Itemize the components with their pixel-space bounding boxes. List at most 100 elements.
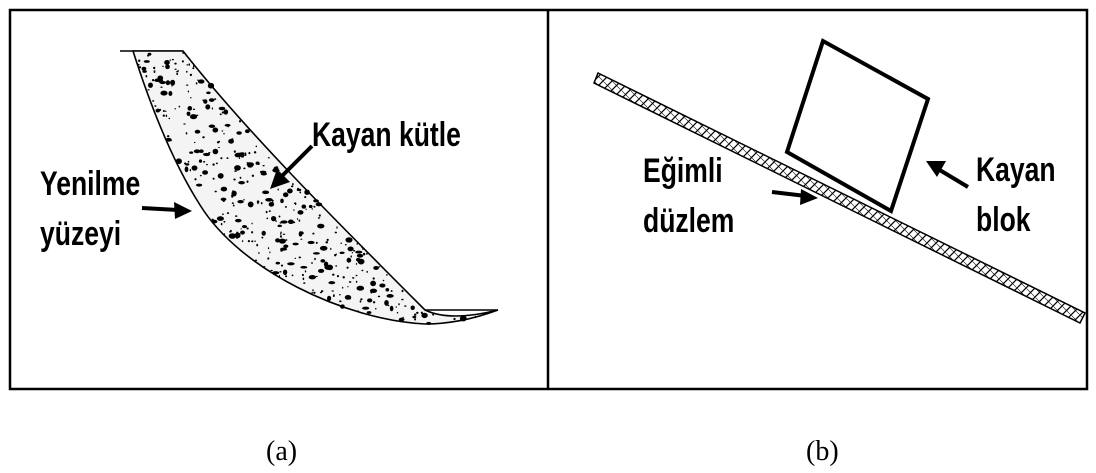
soil-speckle	[222, 213, 224, 216]
soil-speckle	[386, 300, 388, 303]
soil-speckle	[195, 82, 198, 85]
soil-speckle	[355, 274, 358, 277]
soil-speckle	[234, 170, 237, 172]
soil-speckle	[177, 69, 179, 73]
soil-speckle	[298, 219, 301, 222]
soil-speckle	[390, 290, 393, 292]
soil-speckle	[319, 291, 323, 294]
soil-speckle	[340, 304, 345, 309]
soil-speckle	[165, 114, 168, 118]
soil-speckle	[325, 241, 329, 244]
soil-speckle	[398, 317, 405, 322]
soil-speckle	[355, 257, 361, 262]
soil-speckle	[304, 196, 307, 199]
soil-speckle	[185, 84, 189, 86]
soil-speckle	[421, 312, 428, 319]
soil-speckle	[315, 202, 323, 207]
soil-speckle	[362, 306, 370, 310]
soil-speckle	[185, 132, 188, 135]
soil-speckle	[174, 108, 176, 110]
soil-speckle	[206, 91, 211, 95]
sliding-mass-arrowhead	[270, 169, 290, 189]
soil-speckle	[339, 300, 342, 303]
soil-speckle	[231, 202, 234, 204]
soil-speckle	[192, 67, 195, 70]
soil-speckle	[262, 266, 266, 268]
soil-speckle	[360, 298, 363, 301]
soil-speckle	[348, 281, 352, 283]
soil-speckle	[220, 186, 228, 192]
soil-speckle	[189, 73, 193, 77]
sliding-block-arrowhead	[926, 161, 946, 177]
soil-speckle	[194, 178, 197, 181]
soil-speckle	[182, 51, 185, 54]
soil-speckle	[226, 157, 229, 159]
soil-speckle	[166, 135, 170, 138]
soil-speckle	[386, 273, 388, 276]
soil-speckle	[453, 317, 456, 321]
soil-speckle	[212, 177, 215, 180]
soil-speckle	[211, 218, 214, 221]
soil-speckle	[199, 174, 202, 177]
soil-speckle	[236, 131, 242, 135]
soil-speckle	[187, 106, 193, 111]
soil-speckle	[280, 231, 283, 233]
soil-speckle	[265, 210, 268, 214]
soil-speckle	[378, 266, 381, 268]
soil-speckle	[189, 168, 192, 172]
soil-speckle	[311, 262, 313, 264]
soil-speckle	[260, 172, 267, 176]
soil-speckle	[267, 257, 270, 260]
soil-speckle	[157, 75, 164, 81]
soil-speckle	[304, 189, 310, 195]
caption-a: (a)	[266, 436, 298, 467]
soil-speckle	[297, 210, 304, 215]
soil-speckle	[326, 264, 334, 271]
soil-speckle	[290, 185, 294, 188]
soil-speckle	[385, 288, 390, 292]
soil-speckle	[287, 188, 293, 194]
soil-speckle	[315, 241, 318, 244]
soil-speckle	[342, 276, 345, 279]
soil-speckle	[414, 318, 417, 321]
soil-speckle	[202, 160, 206, 163]
soil-speckle	[277, 188, 279, 191]
soil-speckle	[349, 297, 351, 300]
soil-speckle	[267, 157, 270, 159]
soil-speckle	[165, 80, 171, 86]
soil-speckle	[300, 266, 308, 269]
soil-speckle	[313, 199, 319, 203]
soil-speckle	[188, 63, 190, 66]
soil-speckle	[160, 86, 163, 88]
soil-speckle	[294, 257, 297, 260]
soil-speckle	[303, 282, 306, 284]
soil-speckle	[174, 68, 177, 70]
soil-speckle	[338, 294, 341, 296]
soil-speckle	[211, 219, 218, 224]
soil-speckle	[223, 220, 226, 223]
soil-speckle	[275, 261, 281, 265]
soil-speckle	[315, 275, 318, 278]
soil-speckle	[153, 66, 156, 70]
soil-speckle	[213, 98, 217, 100]
soil-speckle	[280, 198, 284, 204]
soil-speckle	[160, 90, 168, 96]
soil-speckle	[193, 141, 196, 144]
sliding-mass-arrow	[280, 144, 314, 178]
soil-speckle	[339, 251, 345, 254]
soil-speckle	[301, 231, 303, 233]
soil-speckle	[410, 305, 415, 311]
soil-speckle	[218, 146, 220, 149]
soil-speckle	[333, 294, 335, 297]
soil-speckle	[168, 90, 173, 97]
soil-speckle	[137, 63, 140, 66]
soil-speckle	[141, 66, 147, 71]
caption-b: (b)	[806, 436, 839, 467]
soil-speckle	[283, 192, 289, 198]
soil-speckle	[203, 99, 208, 104]
soil-speckle	[298, 231, 303, 237]
soil-speckle	[328, 281, 336, 285]
sliding-block-arrow	[936, 167, 970, 189]
soil-speckle	[300, 238, 303, 240]
soil-speckle	[241, 240, 244, 243]
